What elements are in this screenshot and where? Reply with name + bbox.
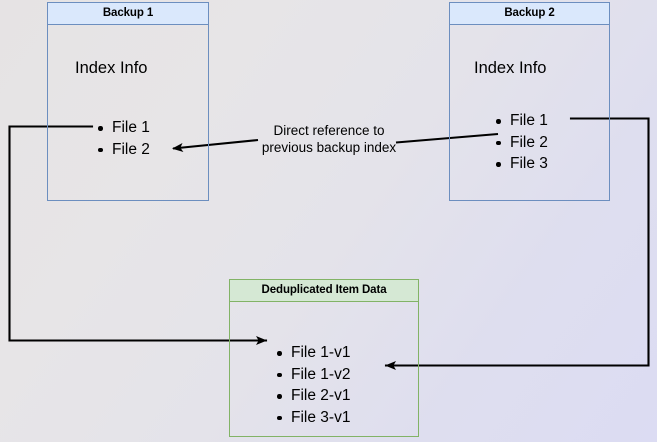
list-item: File 1 — [96, 117, 150, 139]
backup-1-body: Index Info File 1 File 2 — [48, 25, 208, 200]
backup-1-index-info-label: Index Info — [75, 59, 148, 77]
direct-reference-line-2: previous backup index — [261, 140, 397, 155]
list-item: File 2 — [494, 132, 548, 154]
list-item: File 2 — [96, 139, 150, 161]
direct-reference-annotation: Direct reference to previous backup inde… — [249, 122, 409, 156]
deduplicated-item-data-body: File 1-v1 File 1-v2 File 2-v1 File 3-v1 — [230, 302, 418, 436]
list-item: File 1-v2 — [275, 364, 350, 386]
deduplicated-item-data-box[interactable]: Deduplicated Item Data File 1-v1 File 1-… — [229, 279, 419, 437]
backup-2-index-info-label: Index Info — [474, 59, 547, 77]
list-item: File 2-v1 — [275, 385, 350, 407]
list-item: File 3 — [494, 153, 548, 175]
backup-1-header: Backup 1 — [48, 3, 208, 25]
list-item: File 1 — [494, 110, 548, 132]
backup-2-file-list: File 1 File 2 File 3 — [494, 110, 548, 175]
list-item: File 1-v1 — [275, 342, 350, 364]
deduplicated-item-data-header: Deduplicated Item Data — [230, 280, 418, 302]
deduplicated-file-list: File 1-v1 File 1-v2 File 2-v1 File 3-v1 — [275, 342, 350, 428]
list-item: File 3-v1 — [275, 407, 350, 429]
backup-1-file-list: File 1 File 2 — [96, 117, 150, 160]
backup-1-box[interactable]: Backup 1 Index Info File 1 File 2 — [47, 2, 209, 201]
backup-2-body: Index Info File 1 File 2 File 3 — [450, 25, 609, 200]
backup-2-box[interactable]: Backup 2 Index Info File 1 File 2 File 3 — [449, 2, 610, 201]
backup-2-header: Backup 2 — [450, 3, 609, 25]
direct-reference-line-1: Direct reference to — [273, 123, 385, 138]
